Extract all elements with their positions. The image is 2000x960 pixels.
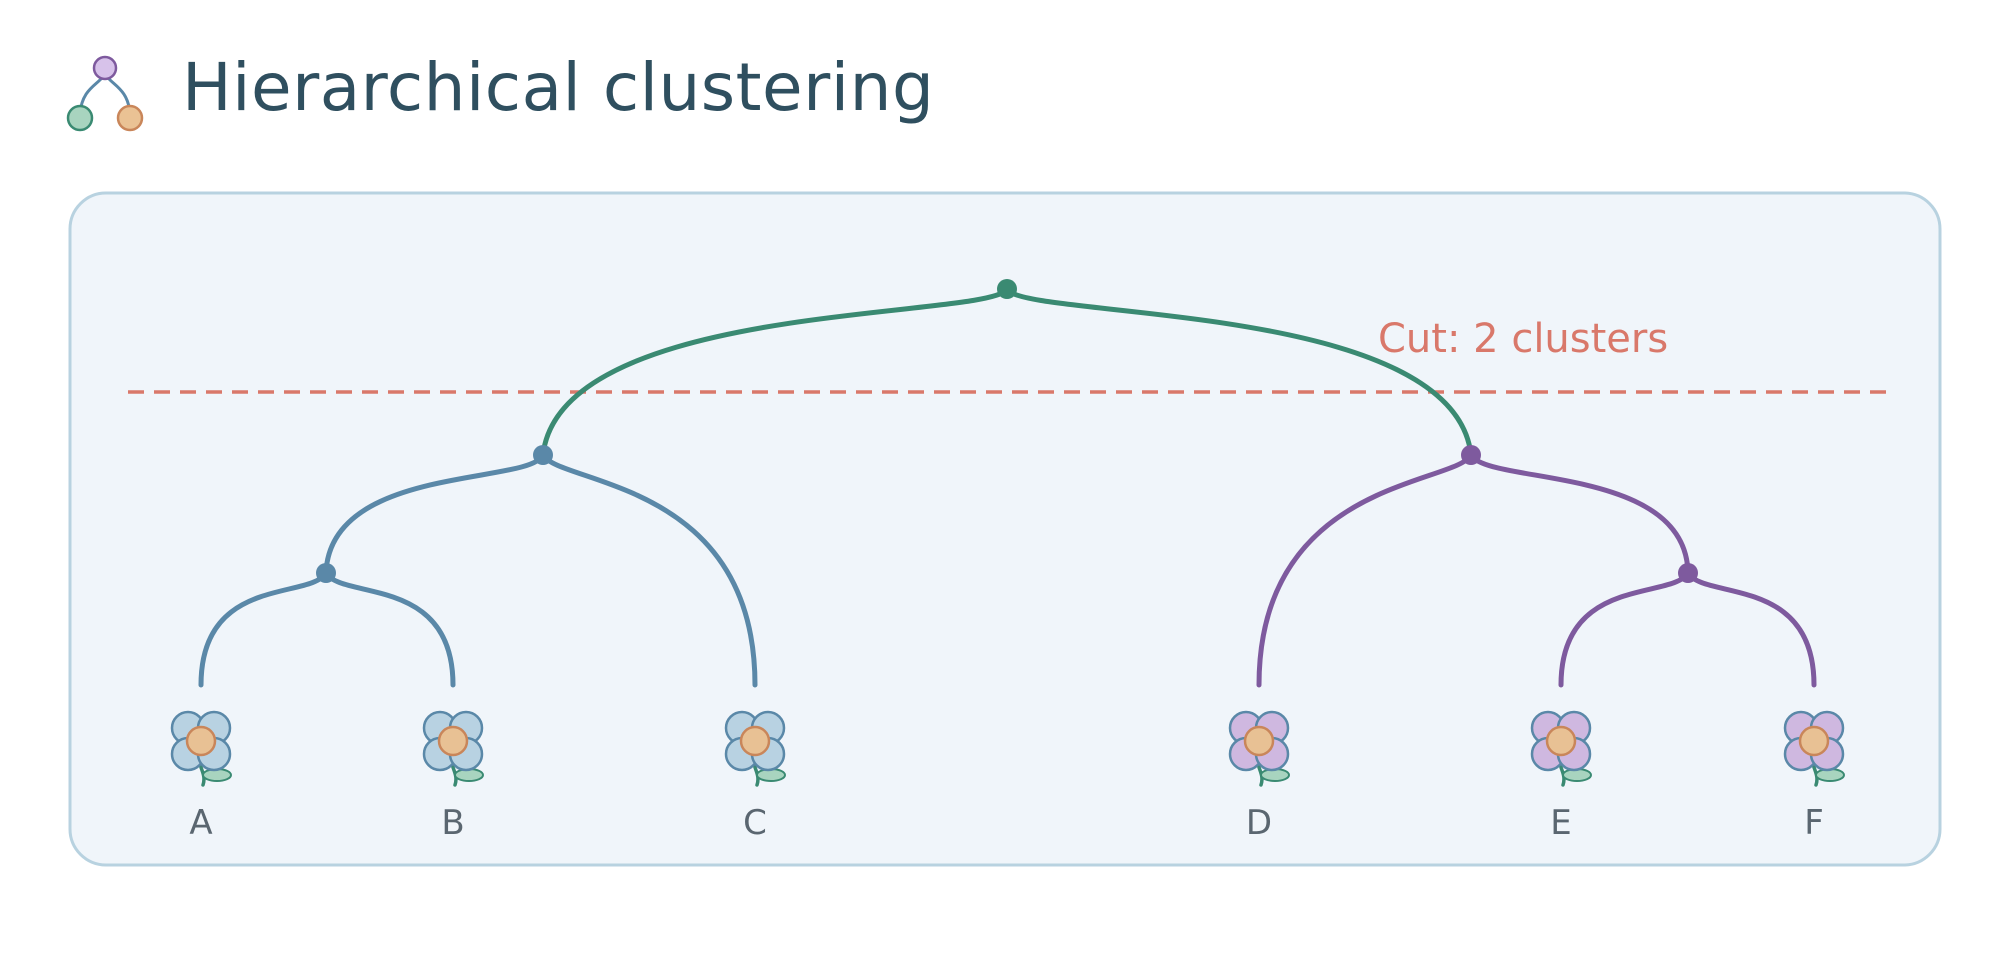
leaf-b: B bbox=[422, 710, 485, 843]
leaf-label: E bbox=[1550, 803, 1571, 843]
leaf-d: D bbox=[1228, 710, 1291, 843]
root-node bbox=[997, 279, 1017, 299]
root-branches bbox=[540, 286, 1474, 458]
purple-cluster-branches bbox=[1256, 452, 1817, 688]
leaf-label: C bbox=[743, 803, 767, 843]
purple-cluster-node bbox=[1461, 445, 1481, 465]
leaf-label: A bbox=[189, 803, 212, 843]
leaf-label: D bbox=[1246, 803, 1272, 843]
dendrogram-icon bbox=[60, 52, 150, 146]
leaf-f: F bbox=[1783, 710, 1846, 843]
blue-subcluster-node bbox=[316, 563, 336, 583]
leaf-e: E bbox=[1530, 710, 1593, 843]
diagram-panel bbox=[68, 191, 1942, 867]
blue-cluster-node bbox=[533, 445, 553, 465]
page-title: Hierarchical clustering bbox=[182, 49, 935, 126]
purple-subcluster-node bbox=[1678, 563, 1698, 583]
cut-label: Cut: 2 clusters bbox=[1378, 316, 1668, 362]
leaf-label: F bbox=[1804, 803, 1824, 843]
blue-cluster-branches bbox=[198, 452, 758, 688]
leaf-c: C bbox=[724, 710, 787, 843]
leaf-a: A bbox=[170, 710, 233, 843]
leaf-label: B bbox=[441, 803, 464, 843]
